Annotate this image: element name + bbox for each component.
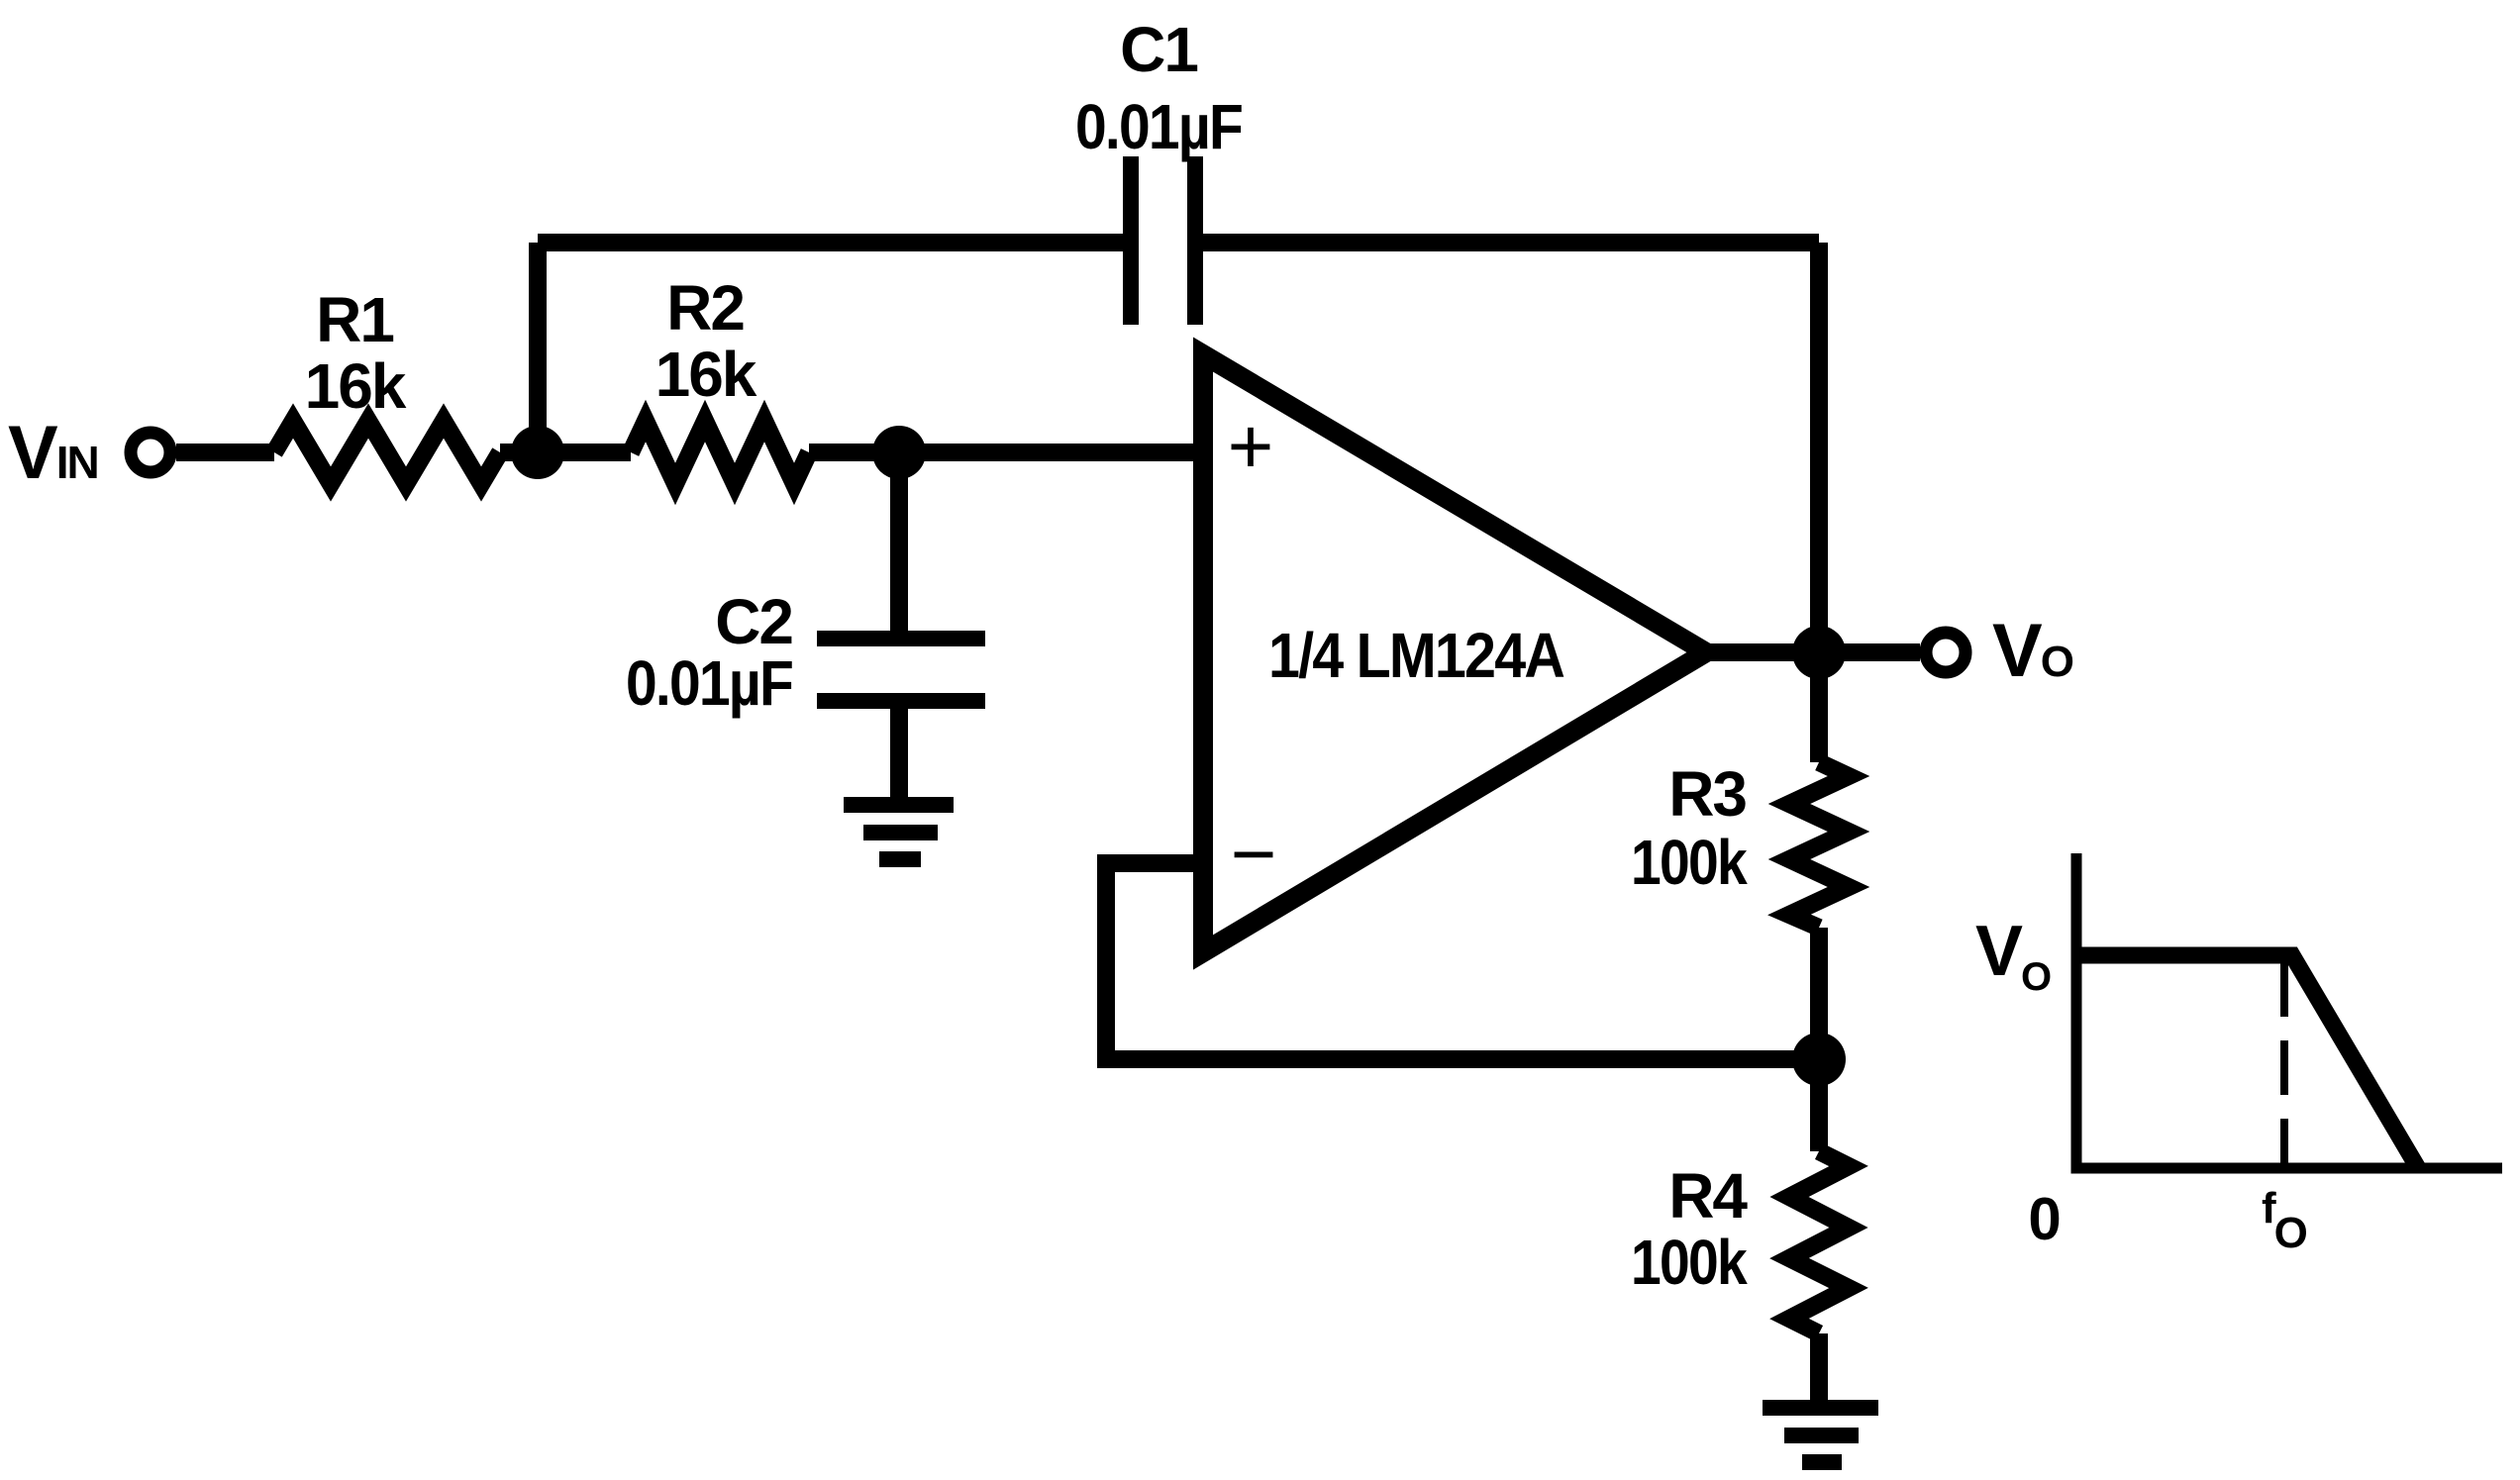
r2-name-label: R2	[666, 272, 744, 344]
junction-dot-r1-r2	[511, 426, 564, 479]
resistor-r2-zigzag	[622, 399, 818, 506]
c1-value-label: 0.01µF	[1075, 91, 1242, 162]
c2-name-label: C2	[715, 586, 792, 657]
r4-name-label: R4	[1668, 1160, 1748, 1232]
junction-dot-output	[1792, 626, 1846, 679]
opamp-plus-input-sign: +	[1228, 402, 1274, 490]
junction-dot-r3-r4	[1792, 1033, 1846, 1086]
r1-value-label: 16k	[305, 350, 407, 422]
vo-label: VO	[1992, 609, 2073, 693]
opamp-triangle	[1193, 337, 1726, 970]
graph-response-curve	[2076, 946, 2426, 1173]
graph-ylabel: VO	[1975, 912, 2051, 999]
ground-symbol-r4	[1763, 1400, 1878, 1470]
ground-symbol-c2	[844, 797, 954, 867]
wire-feedback	[1097, 854, 1819, 1068]
resistor-r3-zigzag	[1767, 753, 1870, 937]
r1-name-label: R1	[316, 284, 393, 355]
vo-terminal	[1919, 626, 1972, 679]
c2-value-label: 0.01µF	[626, 647, 792, 719]
graph-axes	[2070, 853, 2502, 1174]
r2-value-label: 16k	[655, 339, 757, 410]
junction-dot-r2-c2	[872, 426, 926, 479]
vin-label: VIN	[8, 411, 98, 495]
r3-name-label: R3	[1668, 758, 1746, 830]
c1-name-label: C1	[1120, 14, 1197, 85]
opamp-label: 1/4 LM124A	[1268, 620, 1564, 691]
resistor-r4-zigzag	[1769, 1142, 1868, 1342]
r4-value-label: 100k	[1631, 1227, 1748, 1298]
graph-origin-label: 0	[2028, 1186, 2059, 1252]
resistor-r1-zigzag	[266, 403, 508, 502]
opamp-minus-input-sign: −	[1231, 810, 1277, 898]
graph-xtick-label: fO	[2262, 1184, 2307, 1257]
r3-value-label: 100k	[1631, 827, 1748, 898]
response-graph	[2070, 853, 2502, 1174]
vin-terminal	[124, 426, 177, 479]
